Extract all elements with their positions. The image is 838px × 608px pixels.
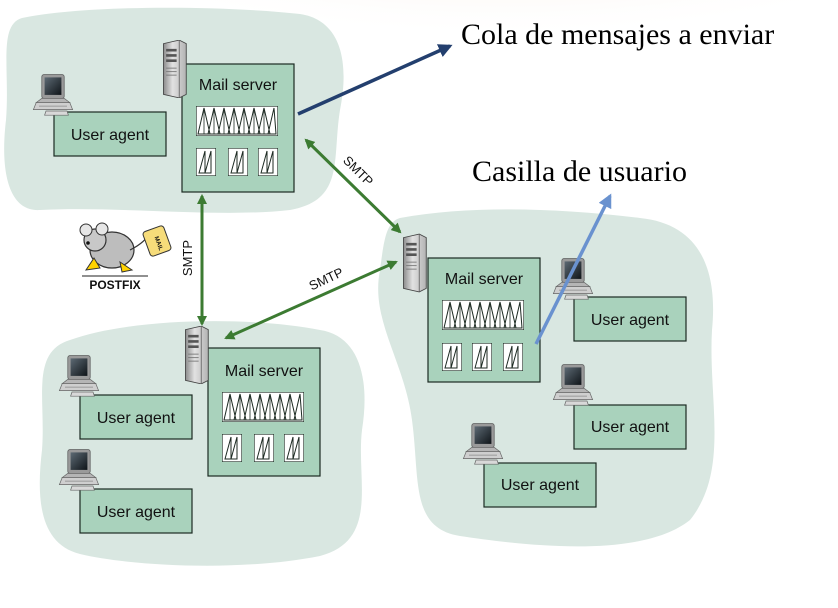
queue-annotation-arrow <box>297 44 453 116</box>
smtp-link-bottom-to-right <box>224 260 398 340</box>
user-agent-label: User agent <box>71 127 150 144</box>
server-tower-icon <box>403 233 427 293</box>
user-agent-right-2: User agent <box>553 364 687 450</box>
message-queue-icon <box>196 106 278 136</box>
logo-tag-text: MAIL <box>153 236 164 252</box>
mailbox-annotation: Casilla de usuario <box>472 155 687 188</box>
message-queue-icon <box>222 392 304 422</box>
mailbox-annotation-arrow <box>534 193 612 345</box>
queue-annotation: Cola de mensajes a enviar <box>461 18 774 51</box>
mailbox-icon <box>284 434 304 462</box>
mail-server-bottom-left: Mail server <box>185 326 321 477</box>
user-agent-bottom-left-1: User agent <box>59 355 193 440</box>
mailbox-icon <box>228 148 248 176</box>
user-agent-right-1: User agent <box>553 258 687 342</box>
user-agent-bottom-left-2: User agent <box>59 449 193 534</box>
mail-server-label: Mail server <box>445 271 524 288</box>
user-agent-top-left: User agent <box>33 74 167 157</box>
server-tower-icon <box>163 40 187 98</box>
mailbox-icon <box>258 148 278 176</box>
mail-server-right: Mail server <box>403 233 541 383</box>
mail-tag-icon <box>142 225 172 257</box>
postfix-logo: MAIL POSTFIX <box>79 222 172 292</box>
mailbox-icon <box>196 148 216 176</box>
mail-server-label: Mail server <box>199 77 278 94</box>
mail-server-top: Mail server <box>163 40 295 193</box>
mailbox-icon <box>472 343 492 371</box>
mail-server-label: Mail server <box>225 363 304 380</box>
message-queue-icon <box>442 300 524 330</box>
mailbox-icon <box>222 434 242 462</box>
user-agent-right-3: User agent <box>463 423 597 508</box>
mailbox-icon <box>442 343 462 371</box>
mailbox-icon <box>254 434 274 462</box>
server-tower-icon <box>185 326 209 384</box>
user-agent-label: User agent <box>97 410 176 427</box>
user-agent-label: User agent <box>591 419 670 436</box>
smtp-label-left: SMTP <box>180 240 195 276</box>
logo-text: POSTFIX <box>89 278 140 292</box>
user-agent-label: User agent <box>97 504 176 521</box>
user-agent-label: User agent <box>591 312 670 329</box>
mailbox-icon <box>503 343 523 371</box>
smtp-link-top-to-right <box>304 138 402 234</box>
user-agent-label: User agent <box>501 477 580 494</box>
